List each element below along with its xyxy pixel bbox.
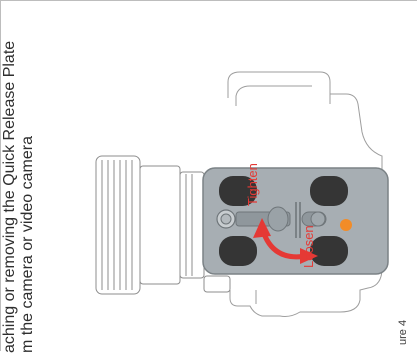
rotate-arrow-icon bbox=[253, 218, 318, 264]
orange-indicator-dot bbox=[340, 219, 352, 231]
loosen-label: Loosen bbox=[301, 225, 316, 268]
figure-label: ure 4 bbox=[397, 319, 409, 345]
quick-release-plate bbox=[202, 167, 389, 275]
grip-pad bbox=[310, 176, 348, 206]
grip-pad bbox=[310, 236, 348, 266]
mounting-screw bbox=[216, 202, 327, 238]
tighten-label: Tighten bbox=[245, 163, 260, 206]
lens-outline bbox=[95, 155, 231, 295]
grip-pad bbox=[219, 236, 257, 266]
grip-pad bbox=[219, 176, 257, 206]
